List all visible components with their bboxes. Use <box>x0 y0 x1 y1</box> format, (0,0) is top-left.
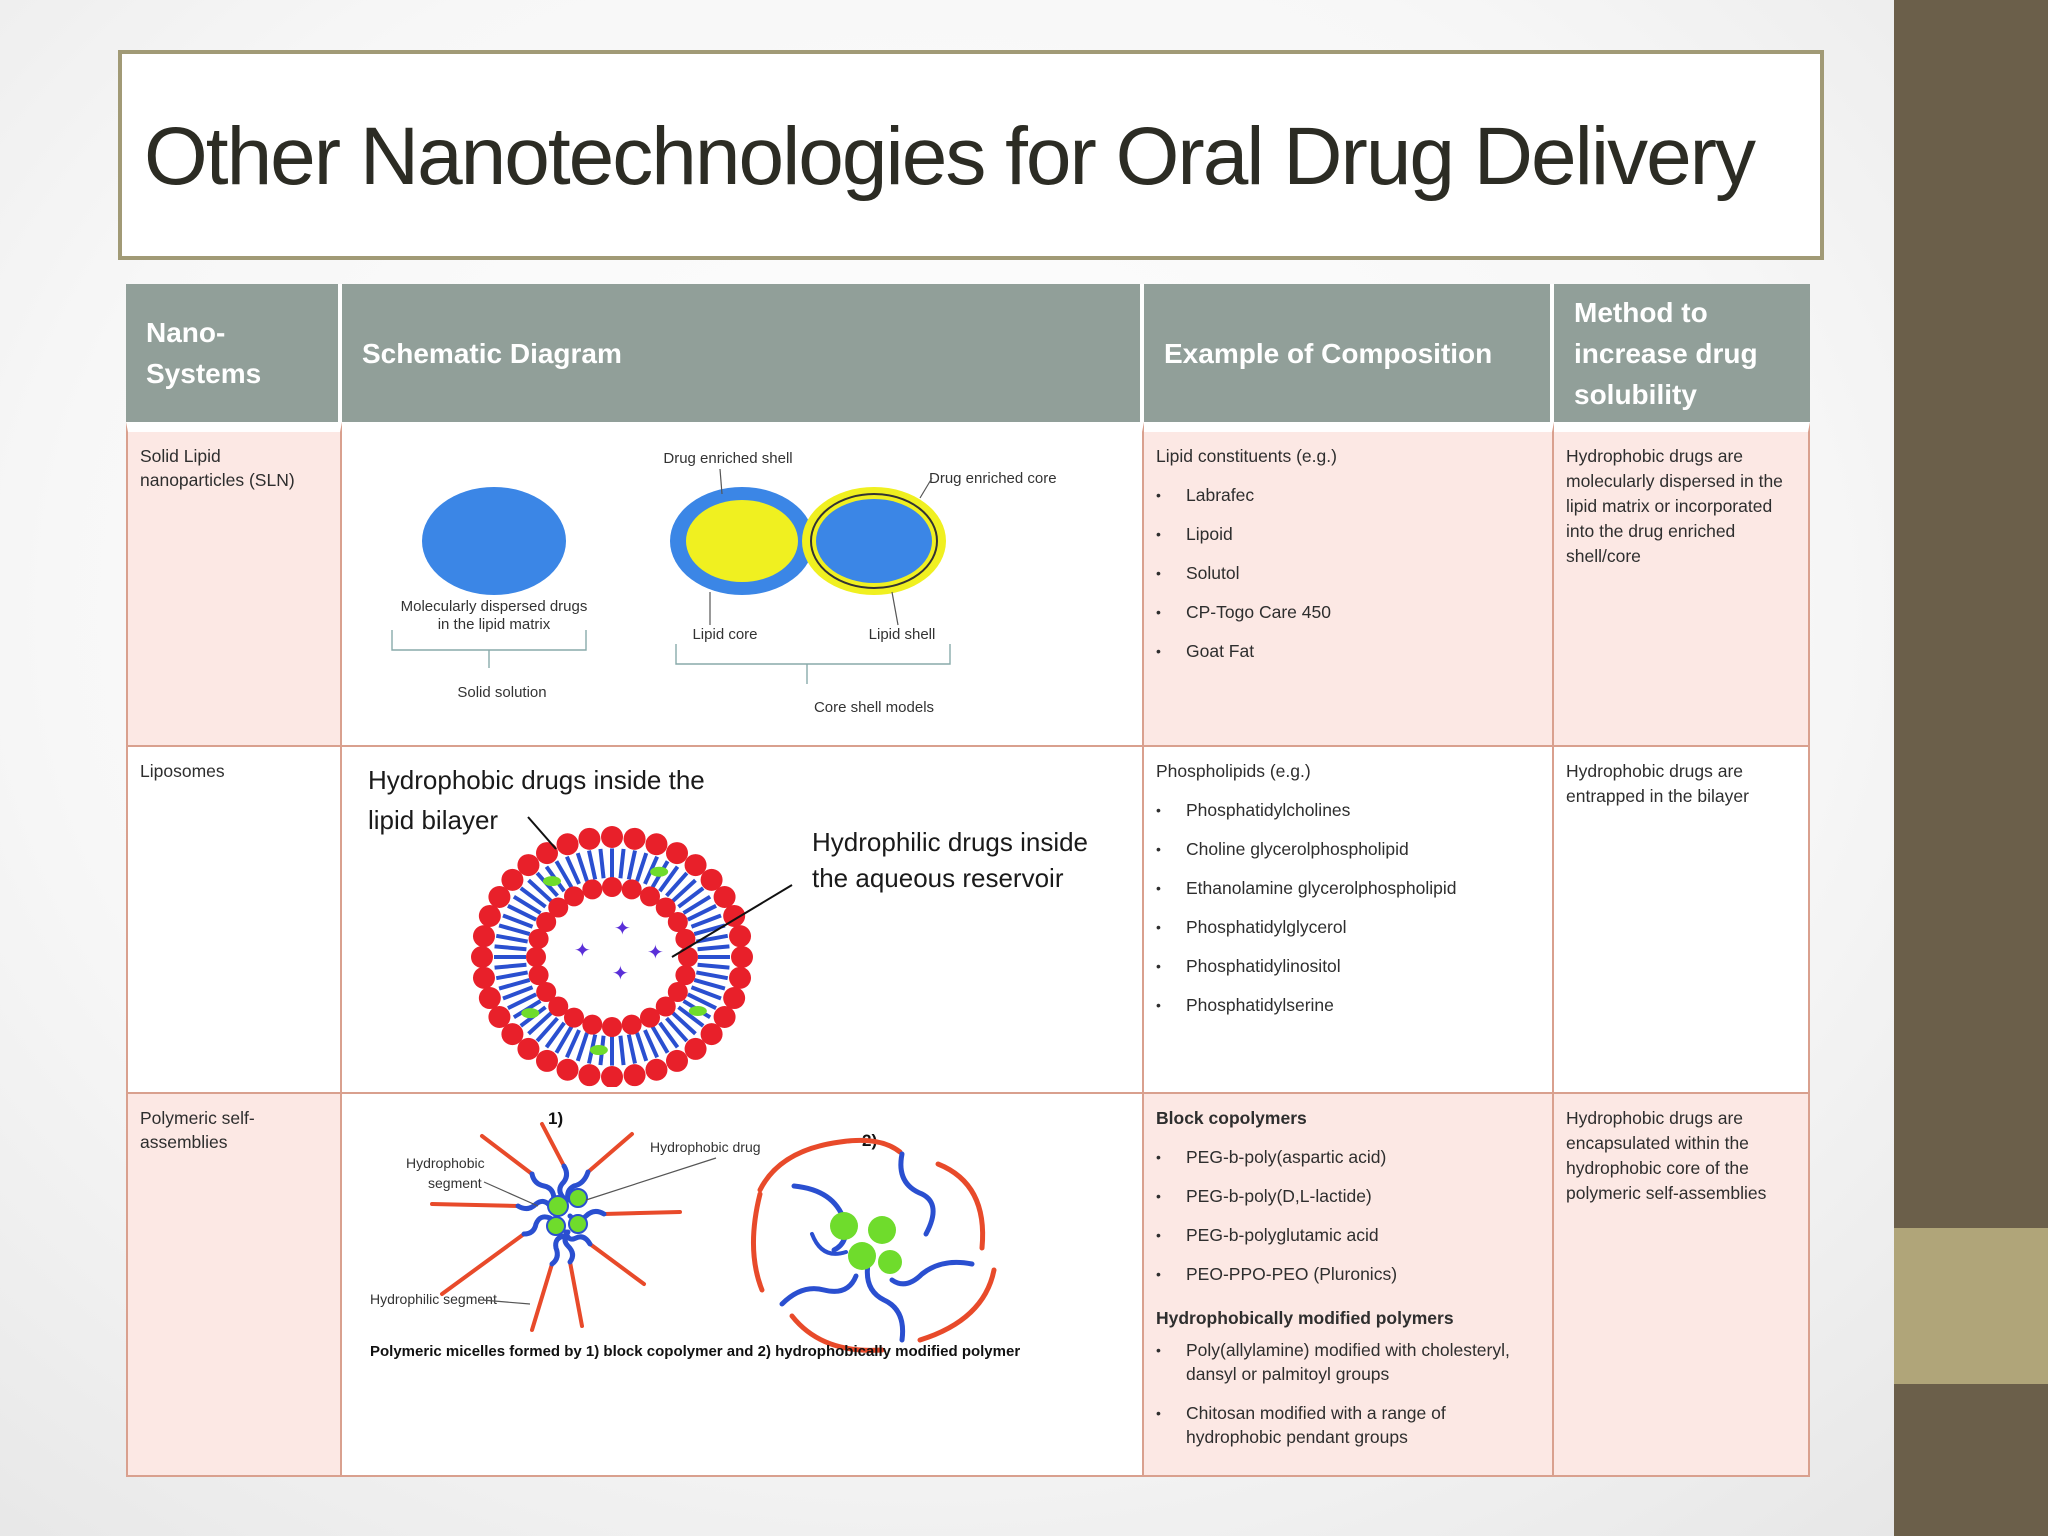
composition-heading: Block copolymers <box>1156 1108 1307 1128</box>
label-core-shell-models: Core shell models <box>814 699 934 716</box>
label-hydrophobic-segment: Hydrophobic <box>406 1155 485 1171</box>
table-row-polymeric: Polymeric self-assemblies 1) 2) <box>126 1094 1810 1477</box>
composition-heading-2: Hydrophobically modified polymers <box>1156 1308 1454 1328</box>
list-item: Poly(allylamine) modified with cholester… <box>1156 1338 1540 1386</box>
label-hydrophilic-segment: Hydrophilic segment <box>370 1291 497 1307</box>
slide-title: Other Nanotechnologies for Oral Drug Del… <box>144 111 1756 202</box>
composition-heading: Lipid constituents (e.g.) <box>1156 446 1337 466</box>
header-nano-systems: Nano- Systems <box>126 284 342 422</box>
solid-solution-particle <box>422 487 566 595</box>
hydrophobically-modified-micelle <box>751 1137 997 1353</box>
list-item: PEG-b-poly(aspartic acid) <box>1156 1145 1540 1169</box>
liposome-schematic: ✦ ✦ ✦ ✦ Hydrophobic drugs inside the lip… <box>368 765 1088 1088</box>
hydrophilic-drug-icon: ✦ <box>612 963 629 985</box>
label-drug-enriched-shell: Drug enriched shell <box>663 450 792 467</box>
label-hydrophobic-drugs: Hydrophobic drugs inside the <box>368 765 705 795</box>
system-cell: Liposomes <box>126 747 342 1094</box>
list-item: Phosphatidylserine <box>1156 993 1540 1017</box>
label-lipid-core: Lipid core <box>692 626 757 643</box>
list-item: PEG-b-polyglutamic acid <box>1156 1223 1540 1247</box>
diagram-cell-liposomes: ✦ ✦ ✦ ✦ Hydrophobic drugs inside the lip… <box>342 747 1144 1094</box>
header-schematic-diagram: Schematic Diagram <box>342 284 1144 422</box>
hydrophilic-drug-icon: ✦ <box>647 942 664 964</box>
hydrophilic-drug-icon: ✦ <box>614 918 631 940</box>
list-item: Goat Fat <box>1156 639 1540 663</box>
label-hydrophobic-segment-2: segment <box>428 1175 482 1191</box>
list-item: Solutol <box>1156 561 1540 585</box>
list-item: Phosphatidylinositol <box>1156 954 1540 978</box>
composition-cell: Block copolymers PEG-b-poly(aspartic aci… <box>1144 1094 1554 1477</box>
system-name: Liposomes <box>140 761 225 781</box>
list-item: Chitosan modified with a range of hydrop… <box>1156 1401 1540 1449</box>
diagram-cell-sln: Drug enriched shell Drug enriched core M… <box>342 422 1144 747</box>
label-lipid-matrix: in the lipid matrix <box>438 616 551 633</box>
label-micelle-1: 1) <box>548 1109 563 1128</box>
title-box: Other Nanotechnologies for Oral Drug Del… <box>118 50 1824 260</box>
list-item: CP-Togo Care 450 <box>1156 600 1540 624</box>
list-item: Phosphatidylglycerol <box>1156 915 1540 939</box>
micelle-caption: Polymeric micelles formed by 1) block co… <box>370 1343 1020 1360</box>
table-header-row: Nano- Systems Schematic Diagram Example … <box>126 284 1810 422</box>
table-row-liposomes: Liposomes ✦ ✦ ✦ ✦ Hydrophobic drugs insi… <box>126 747 1810 1094</box>
label-hydrophilic-drugs: Hydrophilic drugs inside <box>812 827 1088 857</box>
header-method-solubility: Method to increase drug solubility <box>1554 284 1810 422</box>
label-aqueous-reservoir: the aqueous reservoir <box>812 863 1064 893</box>
list-item: Choline glycerolphospholipid <box>1156 837 1540 861</box>
method-cell: Hydrophobic drugs are molecularly disper… <box>1554 422 1810 747</box>
sidebar-decor-accent <box>1894 1228 2048 1384</box>
block-copolymer-micelle <box>430 1122 682 1332</box>
liposome-bilayer <box>471 826 753 1088</box>
sln-schematic: Drug enriched shell Drug enriched core M… <box>391 450 1057 716</box>
method-text: Hydrophobic drugs are encapsulated withi… <box>1566 1108 1767 1203</box>
header-example-composition: Example of Composition <box>1144 284 1554 422</box>
label-solid-solution: Solid solution <box>457 684 546 701</box>
polymeric-micelle-schematic: 1) 2) <box>370 1109 1020 1360</box>
composition-list: Labrafec Lipoid Solutol CP-Togo Care 450… <box>1156 483 1540 663</box>
composition-heading: Phospholipids (e.g.) <box>1156 761 1311 781</box>
list-item: Phosphatidylcholines <box>1156 798 1540 822</box>
system-name: Polymeric self-assemblies <box>140 1108 255 1152</box>
list-item: Labrafec <box>1156 483 1540 507</box>
label-lipid-bilayer: lipid bilayer <box>368 805 498 835</box>
composition-cell: Lipid constituents (e.g.) Labrafec Lipoi… <box>1144 422 1554 747</box>
list-item: PEG-b-poly(D,L-lactide) <box>1156 1184 1540 1208</box>
composition-list: Phosphatidylcholines Choline glycerolpho… <box>1156 798 1540 1017</box>
hydrophilic-drug-icon: ✦ <box>574 940 591 962</box>
composition-list-2: Poly(allylamine) modified with cholester… <box>1156 1338 1540 1449</box>
system-cell: Polymeric self-assemblies <box>126 1094 342 1477</box>
table-row-sln: Solid Lipid nanoparticles (SLN) Drug enr… <box>126 422 1810 747</box>
composition-list: PEG-b-poly(aspartic acid) PEG-b-poly(D,L… <box>1156 1145 1540 1286</box>
system-name: Solid Lipid nanoparticles (SLN) <box>140 446 295 490</box>
label-hydrophobic-drug: Hydrophobic drug <box>650 1139 761 1155</box>
label-lipid-shell: Lipid shell <box>869 626 936 643</box>
label-molecularly-dispersed: Molecularly dispersed drugs <box>401 598 588 615</box>
method-cell: Hydrophobic drugs are entrapped in the b… <box>1554 747 1810 1094</box>
list-item: Ethanolamine glycerolphospholipid <box>1156 876 1540 900</box>
nanosystems-table: Nano- Systems Schematic Diagram Example … <box>126 284 1810 1477</box>
list-item: Lipoid <box>1156 522 1540 546</box>
method-text: Hydrophobic drugs are entrapped in the b… <box>1566 761 1749 806</box>
system-cell: Solid Lipid nanoparticles (SLN) <box>126 422 342 747</box>
list-item: PEO-PPO-PEO (Pluronics) <box>1156 1262 1540 1286</box>
composition-cell: Phospholipids (e.g.) Phosphatidylcholine… <box>1144 747 1554 1094</box>
method-cell: Hydrophobic drugs are encapsulated withi… <box>1554 1094 1810 1477</box>
label-drug-enriched-core: Drug enriched core <box>929 470 1057 487</box>
method-text: Hydrophobic drugs are molecularly disper… <box>1566 446 1783 566</box>
diagram-cell-polymeric: 1) 2) <box>342 1094 1144 1477</box>
